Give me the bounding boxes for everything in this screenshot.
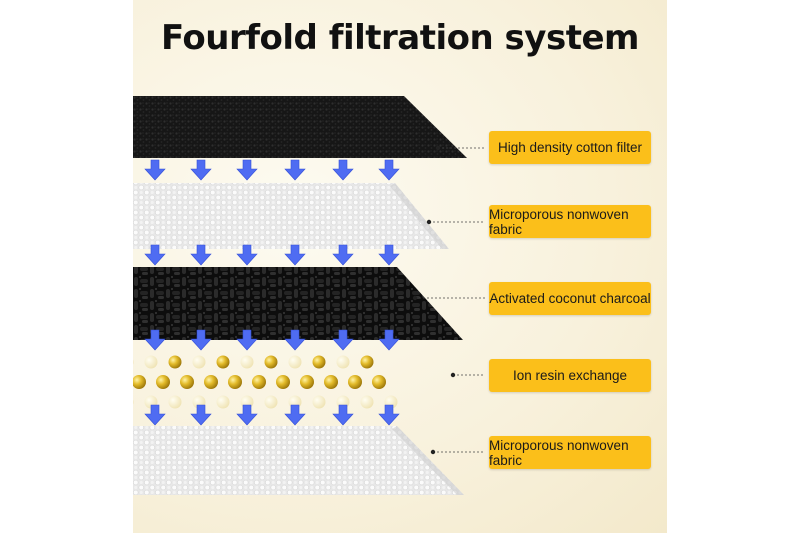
flow-arrow-icon	[144, 159, 166, 181]
cotton-filter-layer	[133, 96, 467, 158]
flow-arrow-icon	[236, 244, 258, 266]
flow-arrow-icon	[284, 404, 306, 426]
flow-arrow-icon	[190, 159, 212, 181]
resin-bead-gold	[228, 375, 242, 389]
resin-bead	[168, 395, 182, 409]
leader-dot-icon	[426, 219, 432, 225]
resin-bead	[192, 355, 206, 369]
callout-cotton-filter: High density cotton filter	[489, 131, 651, 164]
resin-bead-gold	[168, 355, 182, 369]
flow-arrow-icon	[378, 159, 400, 181]
flow-arrow-icon	[144, 244, 166, 266]
flow-arrow-icon	[190, 404, 212, 426]
flow-arrow-icon	[236, 404, 258, 426]
flow-arrow-icon	[284, 329, 306, 351]
nonwoven-fabric-layer-2	[133, 426, 464, 495]
resin-beads-layer	[133, 355, 398, 409]
leader-dot-icon	[450, 372, 456, 378]
resin-bead	[288, 355, 302, 369]
filtration-infographic: Fourfold filtration system	[133, 0, 667, 533]
leader-dot-icon	[435, 145, 441, 151]
resin-bead	[216, 395, 230, 409]
resin-bead-gold	[324, 375, 338, 389]
resin-bead-gold	[156, 375, 170, 389]
resin-bead-gold	[264, 355, 278, 369]
resin-bead-gold	[276, 375, 290, 389]
resin-bead-gold	[372, 375, 386, 389]
flow-arrow-icon	[284, 244, 306, 266]
callout-nonwoven-fabric-2: Microporous nonwoven fabric	[489, 436, 651, 469]
flow-arrow-icon	[332, 244, 354, 266]
flow-arrow-icon	[332, 404, 354, 426]
nonwoven-fabric-layer-1	[133, 183, 449, 249]
resin-bead-gold	[216, 355, 230, 369]
resin-bead-gold	[133, 375, 146, 389]
flow-arrow-icon	[190, 329, 212, 351]
flow-arrow-icon	[236, 329, 258, 351]
resin-bead	[264, 395, 278, 409]
flow-arrow-icon	[378, 244, 400, 266]
flow-arrow-icon	[236, 159, 258, 181]
flow-arrow-icon	[284, 159, 306, 181]
resin-bead-gold	[252, 375, 266, 389]
leader-dot-icon	[412, 295, 418, 301]
resin-bead	[312, 395, 326, 409]
resin-bead	[240, 355, 254, 369]
resin-bead	[133, 399, 134, 405]
flow-arrow-icon	[332, 159, 354, 181]
resin-bead-gold	[312, 355, 326, 369]
resin-bead-gold	[300, 375, 314, 389]
flow-arrow-icon	[378, 329, 400, 351]
resin-bead	[336, 355, 350, 369]
flow-arrow-icon	[144, 404, 166, 426]
charcoal-layer	[133, 267, 463, 340]
flow-arrow-icon	[332, 329, 354, 351]
flow-arrow-icon	[190, 244, 212, 266]
resin-bead	[144, 355, 158, 369]
resin-bead	[133, 359, 134, 365]
resin-bead-gold	[180, 375, 194, 389]
filter-layers-illustration	[133, 96, 485, 495]
infographic-title: Fourfold filtration system	[161, 18, 639, 58]
resin-bead-gold	[360, 355, 374, 369]
callout-nonwoven-fabric-1: Microporous nonwoven fabric	[489, 205, 651, 238]
flow-arrow-icon	[378, 404, 400, 426]
callout-ion-resin: Ion resin exchange	[489, 359, 651, 392]
resin-bead-gold	[204, 375, 218, 389]
callout-coconut-charcoal: Activated coconut charcoal	[489, 282, 651, 315]
flow-arrow-icon	[144, 329, 166, 351]
resin-bead	[360, 395, 374, 409]
resin-bead-gold	[348, 375, 362, 389]
leader-dot-icon	[430, 449, 436, 455]
